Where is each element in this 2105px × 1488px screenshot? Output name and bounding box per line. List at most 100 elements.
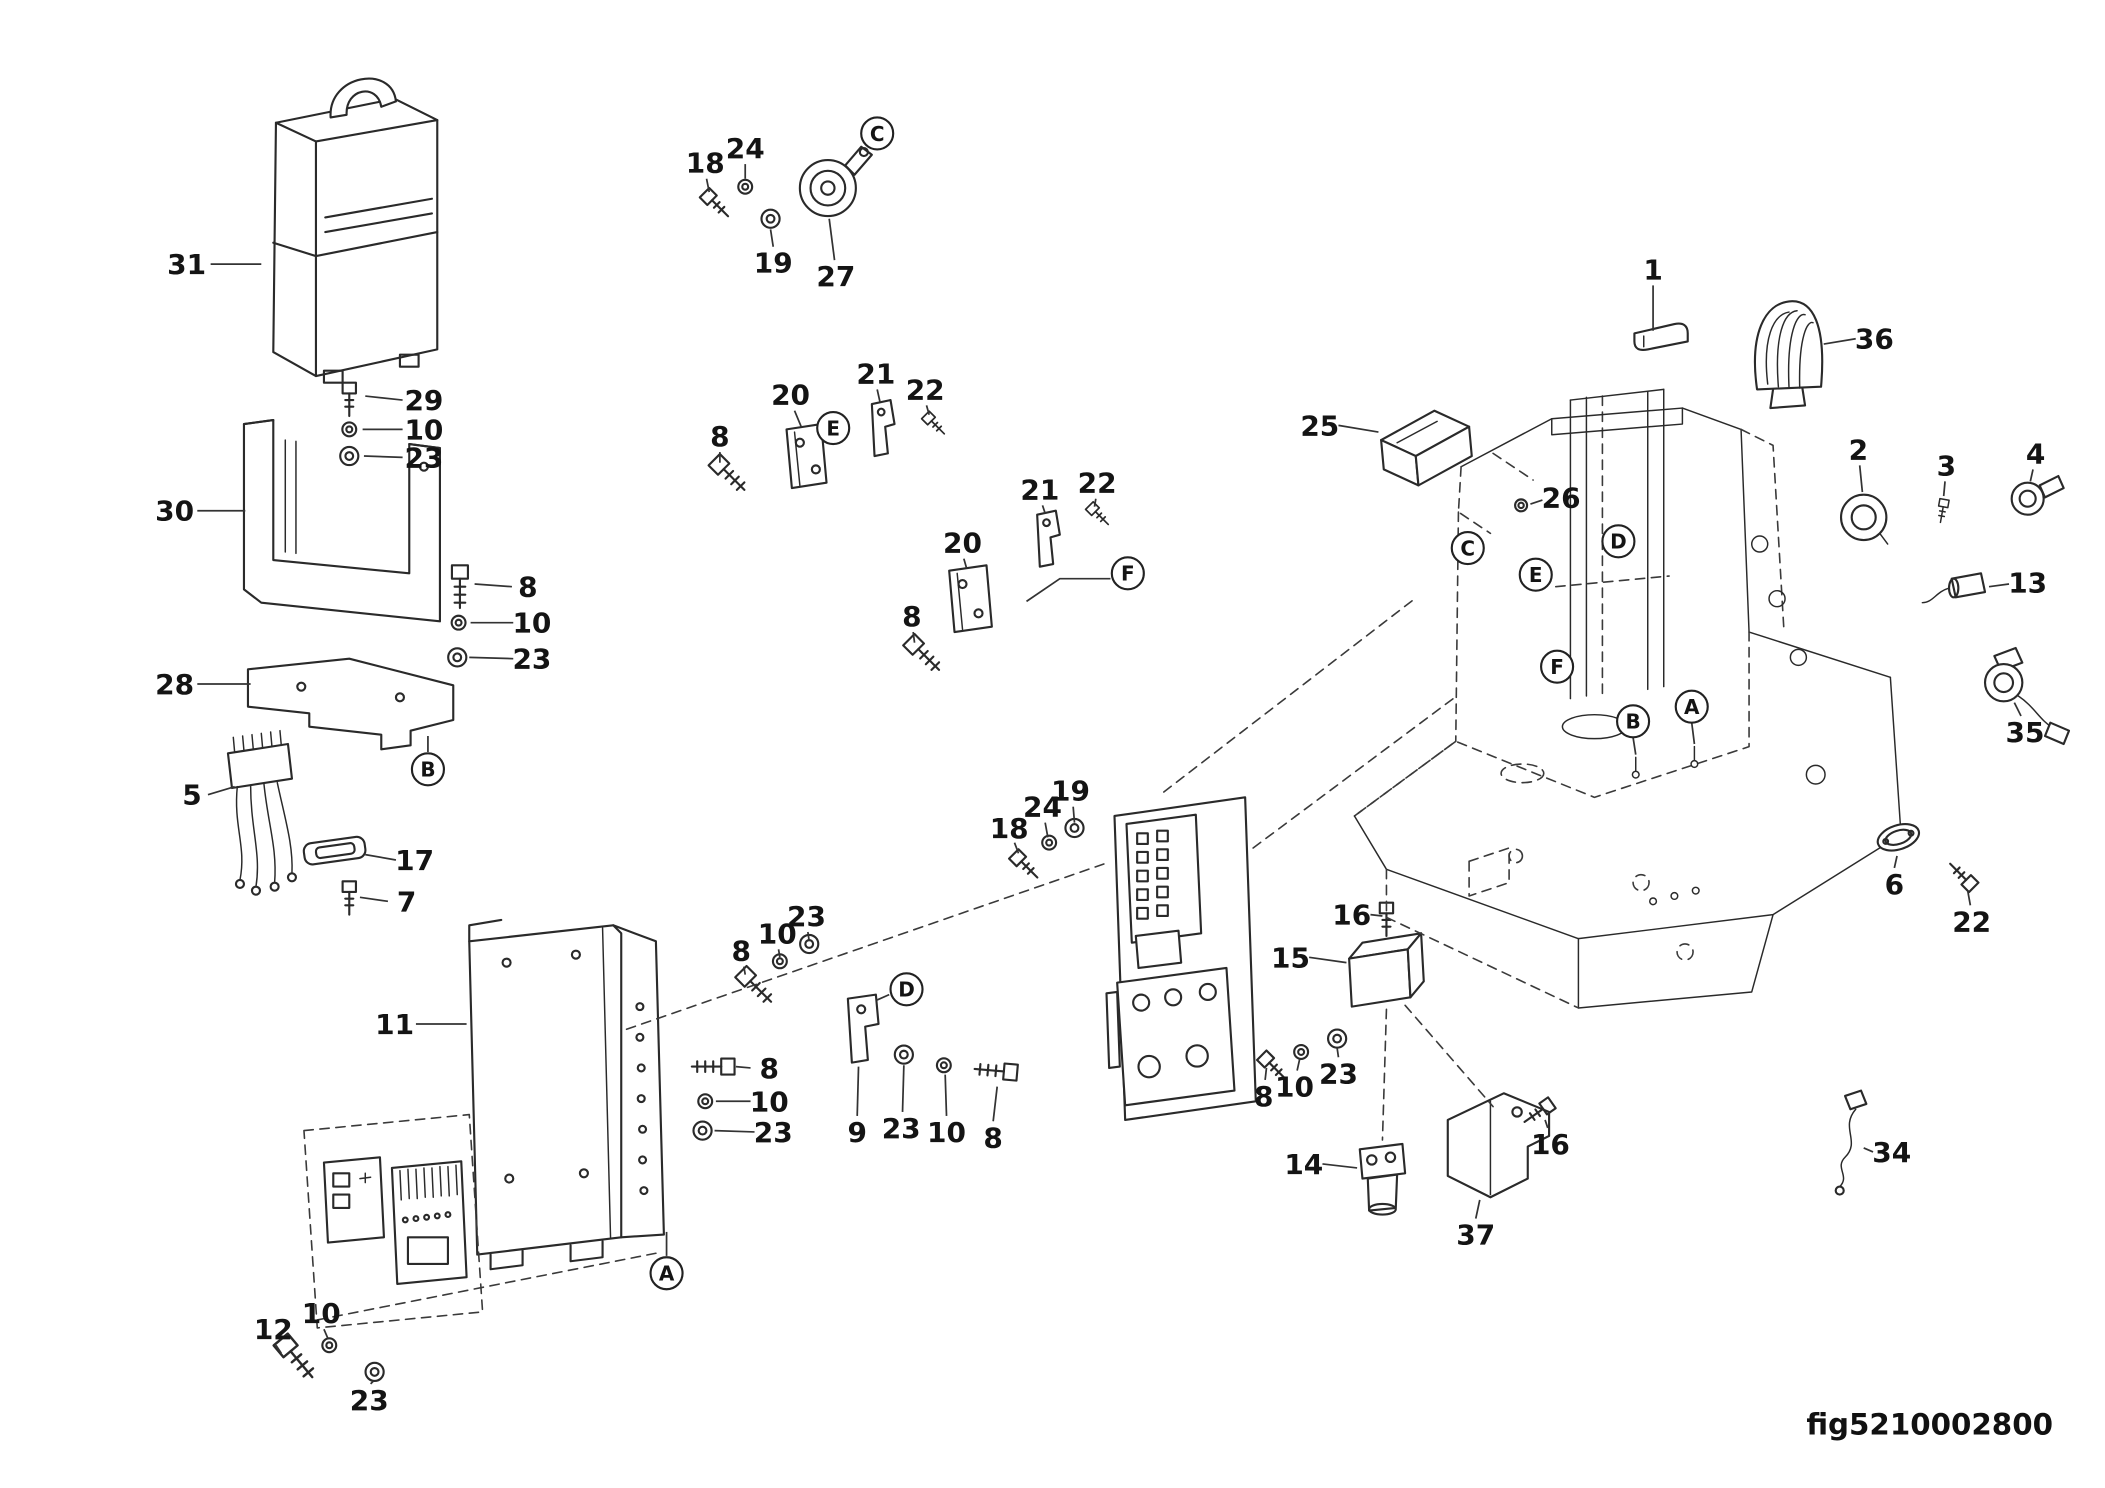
leader-line [1530, 499, 1543, 505]
view-marker-B: B [420, 758, 435, 782]
part-number-23: 23 [882, 1112, 921, 1145]
knob-4 [2010, 474, 2065, 516]
leader-line [359, 896, 389, 903]
view-marker-F: F [1121, 562, 1135, 586]
leader-line [1823, 337, 1856, 345]
leader-line [793, 410, 803, 428]
gauge-2 [1839, 493, 1889, 545]
view-marker-circle [889, 972, 924, 1007]
leader-line [1264, 1067, 1268, 1081]
bracket-37 [1446, 1092, 1551, 1199]
part-number-21: 21 [1020, 473, 1059, 506]
leader-line [992, 1086, 999, 1122]
leader-line [1072, 806, 1076, 823]
leader-line [912, 631, 916, 643]
part-number-34: 34 [1872, 1136, 1911, 1169]
part-number-10: 10 [302, 1297, 341, 1330]
sensor-14 [1358, 1142, 1407, 1216]
leader-line [769, 229, 775, 247]
part-number-13: 13 [2008, 567, 2047, 600]
part-number-21: 21 [856, 357, 895, 390]
controller-assembly [1105, 796, 1257, 1122]
part-number-8: 8 [902, 600, 921, 633]
horn-assembly [698, 145, 873, 229]
view-marker-D: D [898, 978, 915, 1002]
leader-line [275, 1344, 283, 1354]
keyswitch-35 [1983, 646, 2071, 746]
part-number-28: 28 [155, 668, 194, 701]
view-marker-circle [649, 1256, 684, 1291]
part-number-25: 25 [1300, 409, 1339, 442]
part-number-24: 24 [726, 132, 765, 165]
part-number-5: 5 [182, 779, 201, 812]
view-marker-circle [1540, 649, 1575, 684]
leader-line [1988, 583, 2010, 588]
leader-line [323, 1328, 329, 1339]
figure-id: fig5210002800 [1806, 1408, 2053, 1442]
battery-case [272, 77, 439, 384]
part-number-8: 8 [731, 935, 750, 968]
mounting-panel [468, 918, 665, 1271]
leader-line [1296, 1058, 1301, 1071]
part-number-23: 23 [404, 441, 443, 474]
bracket-20a [785, 422, 828, 490]
leader-line [1966, 890, 1972, 906]
part-number-23: 23 [512, 643, 551, 676]
view-marker-D: D [1610, 530, 1627, 554]
part-number-2: 2 [1849, 433, 1868, 466]
leader-line [1544, 1119, 1549, 1129]
grip-36 [1753, 300, 1824, 410]
wire-harness [226, 729, 298, 896]
mounting-plate [246, 657, 455, 751]
part-number-18: 18 [990, 812, 1029, 845]
part-number-20: 20 [943, 527, 982, 560]
switch-13 [1921, 572, 1987, 604]
leader-line [365, 395, 403, 401]
leader-elbow-f [1026, 577, 1111, 603]
leader-line [2029, 469, 2034, 482]
part-number-10: 10 [404, 413, 443, 446]
leader-line [1336, 1047, 1340, 1058]
relay-box [1348, 932, 1425, 1008]
view-marker-circle [816, 410, 851, 446]
circuit-board-assembly [303, 1113, 484, 1329]
leader-line [1370, 913, 1383, 917]
leader-line [1863, 1147, 1874, 1153]
view-marker-B: B [1625, 710, 1640, 734]
view-marker-circle [860, 116, 895, 151]
part-number-10: 10 [750, 1085, 789, 1118]
leader-line [743, 966, 747, 975]
view-marker-A: A [1684, 695, 1700, 719]
leader-line [777, 949, 781, 958]
assembly-guide-lines [316, 599, 1494, 1321]
part-number-10: 10 [512, 607, 551, 640]
cable-34 [1834, 1089, 1868, 1196]
part-number-36: 36 [1855, 323, 1894, 356]
part-number-8: 8 [710, 420, 729, 453]
part-number-16: 16 [1332, 899, 1371, 932]
leader-line [963, 558, 968, 569]
leader-line [901, 1065, 905, 1112]
part-number-10: 10 [927, 1116, 966, 1149]
stud-26 [1514, 498, 1529, 513]
leader-line [207, 785, 235, 796]
leader-line [1309, 956, 1347, 964]
part-number-19: 19 [754, 247, 793, 280]
leader-line [1690, 722, 1696, 745]
leader-line [474, 583, 512, 588]
part-number-30: 30 [155, 495, 194, 528]
lever-1 [1633, 322, 1689, 351]
bracket-25 [1380, 409, 1473, 487]
sensor-21a [870, 398, 896, 458]
plate-6 [1876, 823, 1921, 852]
part-number-8: 8 [759, 1052, 778, 1085]
part-number-10: 10 [1275, 1071, 1314, 1104]
leader-line [828, 218, 836, 261]
part-number-26: 26 [1542, 481, 1581, 514]
view-marker-circle [410, 752, 445, 787]
bracket-20b [948, 564, 993, 634]
leader-line [705, 178, 711, 193]
part-number-22: 22 [1952, 905, 1991, 938]
